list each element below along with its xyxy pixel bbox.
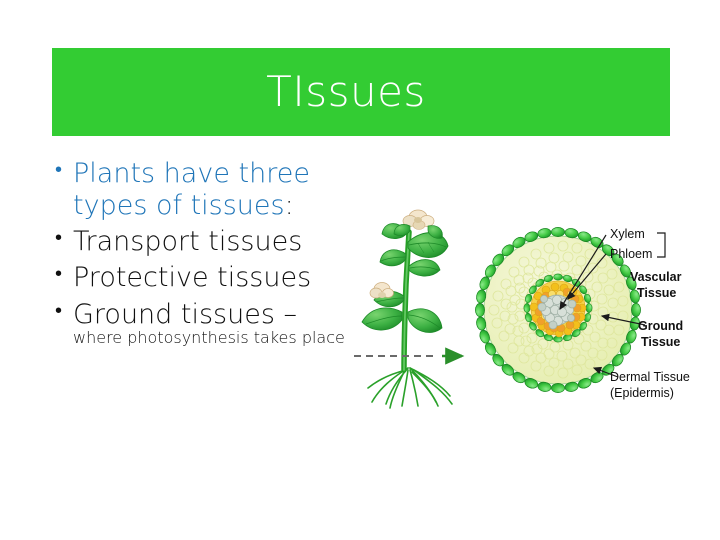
label-vascular-tissue-line1: Vascular [630, 270, 682, 284]
flower-icon [402, 209, 435, 230]
label-vascular-tissue-line2: Tissue [637, 286, 676, 300]
label-ground-tissue-line1: Ground [638, 319, 683, 333]
bullet-marker-icon: • [55, 224, 63, 249]
bullet-marker-icon: • [55, 260, 63, 285]
bullet-text: Plants have three types of tissues: [73, 158, 355, 222]
ground-tissue-cells [488, 240, 629, 379]
dermal-tissue-ring [475, 227, 641, 393]
bullet-text-tail: : [284, 189, 294, 221]
bullet-text: Protective tissues [73, 261, 312, 293]
bullet-text: Transport tissues [73, 225, 303, 257]
label-phloem: Phloem [610, 247, 652, 261]
list-item: • Plants have three types of tissues: [55, 157, 355, 222]
bullet-text-main: Plants have three types of tissues [73, 158, 310, 221]
bullet-marker-icon: • [55, 298, 63, 323]
flower-icon [369, 282, 394, 299]
plant-illustration-icon [361, 209, 453, 409]
label-dermal-tissue-line2: (Epidermis) [610, 386, 674, 400]
list-item: • Ground tissues – [55, 299, 355, 331]
stem-cross-section [475, 227, 641, 393]
bullet-list: • Plants have three types of tissues: • … [55, 157, 355, 348]
bullet-marker-icon: • [55, 157, 63, 181]
page-title: TIssues [266, 67, 426, 116]
list-item: • Transport tissues [55, 224, 355, 258]
label-dermal-tissue-line1: Dermal Tissue [610, 370, 690, 384]
label-xylem: Xylem [610, 227, 645, 241]
label-ground-tissue-line2: Tissue [641, 335, 680, 349]
slide-title-bar: TIssues [52, 48, 670, 136]
list-item: • Protective tissues [55, 260, 355, 294]
bullet-subnote: where photosynthesis takes place [73, 328, 345, 348]
bullet-text: Ground tissues – [73, 299, 297, 331]
diagram-labels: Xylem Phloem Vascular Tissue Ground Tiss… [559, 227, 690, 400]
plant-stem-cross-section-diagram: Xylem Phloem Vascular Tissue Ground Tiss… [352, 192, 720, 410]
